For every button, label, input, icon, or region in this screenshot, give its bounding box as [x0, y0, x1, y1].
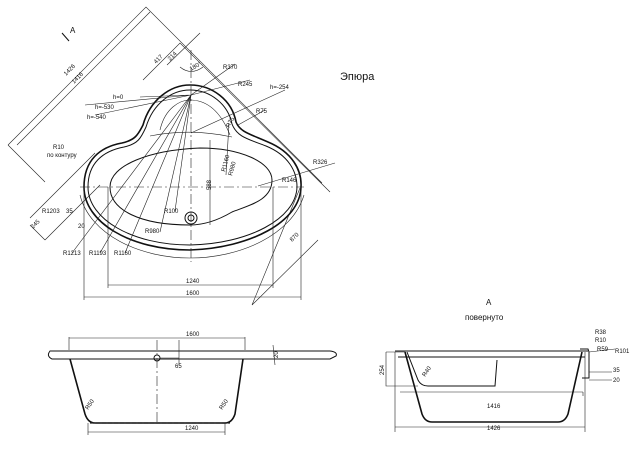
plan-labels: R370 R245 h=-254 R75 R75 R1160 R980 R326…: [30, 65, 328, 257]
dim-1240: 1240: [186, 279, 200, 285]
side-view-label: A: [486, 298, 492, 307]
label-h-540: h=-540: [87, 115, 107, 121]
label-h-254: h=-254: [270, 85, 290, 91]
side-seat: [406, 351, 498, 387]
front-body: [69, 358, 244, 424]
label-r75-rotated: R75: [226, 116, 237, 129]
dim-588: 588: [207, 179, 213, 190]
side-r10: R10: [595, 338, 607, 344]
drawing-title: Эпюра: [340, 71, 375, 83]
basin-contour: [109, 147, 273, 226]
front-dim-20: 20: [274, 351, 280, 358]
label-r326: R326: [313, 160, 328, 166]
plan-dimension-lines: [83, 187, 302, 300]
dimension-frame: [7, 6, 331, 306]
label-r1160-rotated: R1160: [221, 154, 231, 173]
plan-view: A 1426 1416 417 214 180° R370 R245 h=-25…: [7, 6, 336, 306]
leader-lines: [71, 63, 336, 254]
front-r50-right: R50: [219, 398, 231, 411]
side-body: [404, 351, 583, 423]
side-r101: R101: [615, 349, 630, 355]
label-r10-note: по контуру: [47, 153, 77, 159]
side-r38: R38: [595, 330, 607, 336]
drain-icon: [187, 214, 195, 222]
side-dim-20: 20: [613, 378, 620, 384]
bathtub-outer-contour: [83, 84, 302, 251]
side-r59: R59: [597, 347, 609, 353]
label-r1193: R1193: [89, 251, 107, 257]
label-r245: R245: [238, 82, 253, 88]
view-marker: A: [70, 26, 76, 35]
side-view: A повернуто 254 R40 R38 R10 R59 R101 35 …: [380, 298, 630, 432]
side-dim-1416: 1416: [487, 404, 501, 410]
side-r40: R40: [422, 365, 434, 378]
dim-1600: 1600: [186, 291, 200, 297]
dim-1426: 1426: [63, 63, 77, 77]
front-dim-65: 65: [175, 364, 182, 370]
front-dim-1240: [87, 423, 226, 435]
dim-214: 214: [167, 51, 179, 63]
front-dim-1600-label: 1600: [186, 332, 200, 338]
side-dim-254: 254: [380, 364, 386, 375]
label-r370: R370: [223, 65, 238, 71]
label-r10: R10: [53, 145, 65, 151]
side-dim-1426: 1426: [487, 426, 501, 432]
dim-417: 417: [153, 54, 165, 66]
dim-1416: 1416: [71, 71, 85, 85]
front-dim-lines: [160, 340, 280, 366]
bathtub-inner-contour: [87, 89, 298, 246]
label-r1213: R1213: [63, 251, 81, 257]
side-view-note: повернуто: [465, 313, 504, 322]
label-r980-rotated: R980: [228, 160, 238, 176]
label-r146: R146: [282, 178, 297, 184]
label-h0: h=0: [113, 95, 124, 101]
view-arrow: [61, 32, 70, 42]
front-dim-1600: [68, 337, 246, 350]
label-r75: R75: [256, 109, 268, 115]
label-r1203: R1203: [42, 209, 60, 215]
side-rim: [395, 350, 588, 358]
front-view: 1600 65 20 R50 R50 1240: [47, 332, 337, 435]
front-rim: [47, 350, 337, 360]
side-dim-lines: [385, 348, 616, 432]
dim-35: 35: [66, 209, 73, 215]
dim-20: 20: [78, 224, 85, 230]
front-dim-1240-label: 1240: [185, 426, 199, 432]
label-r100: R100: [164, 209, 179, 215]
angle-180: 180°: [189, 61, 203, 73]
label-r980: R980: [145, 229, 160, 235]
label-r1160: R1160: [114, 251, 132, 257]
side-dim-35: 35: [613, 368, 620, 374]
label-h-530: h=-530: [95, 105, 115, 111]
front-r50-left: R50: [85, 398, 97, 411]
dim-870: 870: [289, 232, 301, 244]
apron-line: [79, 194, 305, 259]
dim-245: 245: [30, 219, 42, 231]
drain-outer: [184, 211, 198, 225]
